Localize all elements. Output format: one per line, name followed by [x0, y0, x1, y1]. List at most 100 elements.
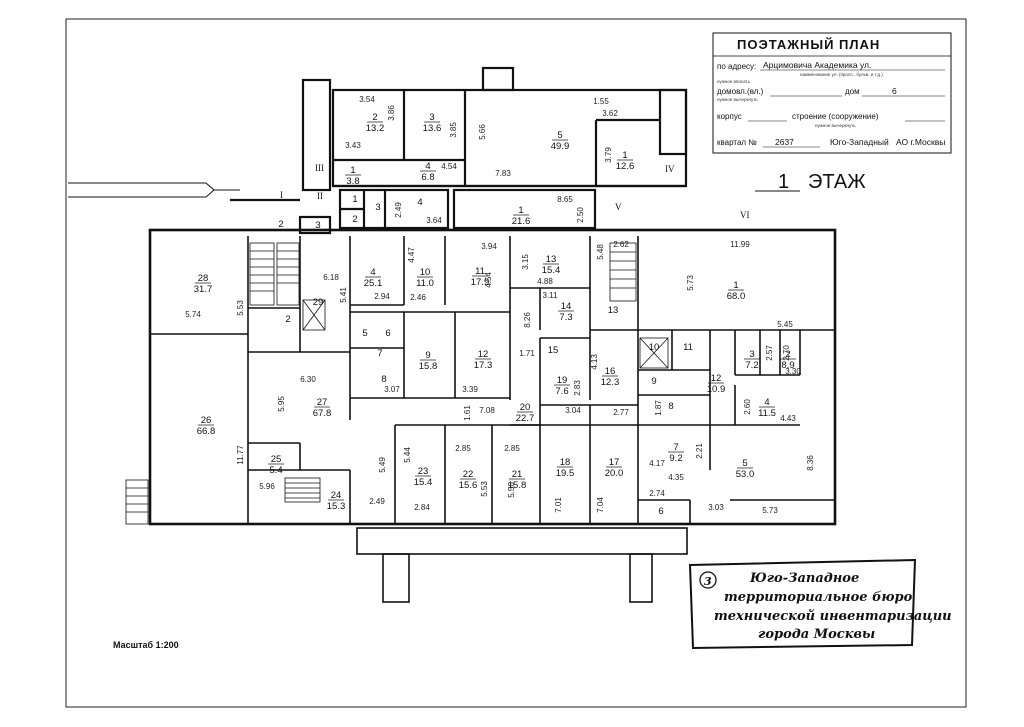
room-number: 20 [520, 402, 531, 413]
dimension-label: 3.07 [384, 385, 400, 394]
room-number: 28 [198, 273, 209, 284]
dimension-label: 1.87 [654, 400, 663, 416]
dimension-label: 5.74 [185, 310, 201, 319]
room-number: 1 [622, 150, 627, 161]
room-number: 4 [417, 197, 422, 208]
room-number: 16 [605, 366, 616, 377]
room-area: 22.7 [516, 413, 535, 424]
dimension-label: 6.18 [323, 273, 339, 282]
room-number: 6 [658, 506, 663, 517]
roman-marks: I II III IV V VI [280, 163, 750, 220]
dimension-label: 4.47 [407, 247, 416, 263]
dimension-label: 4.17 [649, 459, 665, 468]
room-number: 25 [271, 454, 282, 465]
dimension-label: 5.96 [259, 482, 275, 491]
room-area: 10.9 [707, 384, 726, 395]
room-number: 17 [609, 457, 620, 468]
room-number: 23 [418, 466, 429, 477]
room-number: 2 [785, 349, 790, 360]
svg-text:нужное вычеркнуть: нужное вычеркнуть [717, 97, 758, 102]
svg-text:по адресу:: по адресу: [717, 62, 756, 71]
dimension-label: 3.30 [785, 367, 801, 376]
room-area: 66.8 [197, 426, 216, 437]
address-value: Арцимовича Академика ул. [763, 60, 871, 70]
lower-porch [356, 527, 688, 603]
dimension-label: 2.94 [374, 292, 390, 301]
interior-walls [150, 236, 835, 524]
dimension-label: 2.85 [455, 444, 471, 453]
dimension-label: 11.77 [236, 445, 245, 465]
upper-annex-walls [230, 66, 688, 235]
dimension-label: 3.94 [481, 242, 497, 251]
room-number: 12 [711, 373, 722, 384]
dimension-label: 1.71 [519, 349, 535, 358]
room-area: 21.6 [512, 216, 531, 227]
dimension-label: 2.50 [576, 207, 585, 223]
dimension-label: 4.54 [484, 272, 493, 288]
room-number: 29 [313, 297, 324, 308]
dimension-label: 3.54 [359, 95, 375, 104]
dimension-label: 3.86 [387, 105, 396, 121]
house-number: 6 [892, 86, 897, 96]
room-number: 19 [557, 375, 568, 386]
dimension-label: 5.48 [596, 244, 605, 260]
dimension-label: 3.03 [708, 503, 724, 512]
svg-text:II: II [317, 191, 323, 201]
svg-text:технической инвентаризации: технической инвентаризации [714, 609, 952, 624]
room-number: 5 [362, 328, 367, 339]
dimension-label: 3.11 [543, 291, 559, 300]
room-area: 5.4 [269, 465, 282, 476]
room-number: 7 [673, 442, 678, 453]
dimension-label: 4.88 [537, 277, 553, 286]
room-area: 17.9 [471, 277, 490, 288]
room-number: 22 [463, 469, 474, 480]
dimension-label: 1.55 [593, 97, 609, 106]
room-number: 12 [478, 349, 489, 360]
room-number: 5 [557, 130, 562, 141]
room-number: 11 [475, 266, 485, 277]
entrance-arrow [68, 182, 240, 198]
room-area: 68.0 [727, 291, 746, 302]
dimension-label: 2.46 [410, 293, 426, 302]
room-area: 20.0 [605, 468, 624, 479]
dimension-label: 3.64 [426, 216, 442, 225]
room-number: 11 [683, 342, 693, 353]
room-area: 15.8 [419, 361, 438, 372]
title-block-title: ПОЭТАЖНЫЙ ПЛАН [737, 37, 880, 52]
room-number: 1 [518, 205, 523, 216]
room-number: 13 [608, 305, 619, 316]
room-area: 7.2 [745, 360, 758, 371]
room-number: 2 [372, 112, 377, 123]
svg-text:территориальное бюро: территориальное бюро [724, 590, 913, 605]
dimension-label: 11.99 [730, 240, 750, 249]
room-area: 13.6 [423, 123, 442, 134]
dimension-label: 4.13 [590, 354, 599, 370]
room-number: 1 [733, 280, 738, 291]
dimension-label: 2.85 [504, 444, 520, 453]
dimension-label: 8.36 [806, 455, 815, 471]
bti-stamp: 3 Юго-Западное территориальное бюро техн… [688, 558, 952, 650]
room-number: 7 [377, 348, 382, 359]
scale-label: Масштаб 1:200 [113, 640, 179, 650]
stairs [125, 242, 669, 525]
room-area: 15.6 [459, 480, 478, 491]
dimension-label: 5.53 [236, 300, 245, 316]
room-area: 53.0 [736, 469, 755, 480]
room-number: 3 [429, 112, 434, 123]
room-area: 67.8 [313, 408, 332, 419]
dimension-label: 2.21 [695, 443, 704, 459]
room-number: 3 [315, 220, 320, 231]
dimension-label: 5.49 [378, 457, 387, 473]
room-area: 11.0 [416, 278, 434, 289]
svg-text:IV: IV [665, 164, 675, 174]
sheet-frame [65, 18, 967, 708]
room-number: 10 [649, 342, 660, 353]
room-area: 11.5 [758, 408, 776, 419]
dimension-label: 7.08 [479, 406, 495, 415]
room-number: 2 [352, 214, 357, 225]
room-number: 9 [651, 376, 656, 387]
dimension-label: 2.62 [613, 240, 629, 249]
room-area: 12.3 [601, 377, 620, 388]
svg-text:корпус: корпус [717, 112, 742, 121]
room-number: 6 [385, 328, 390, 339]
